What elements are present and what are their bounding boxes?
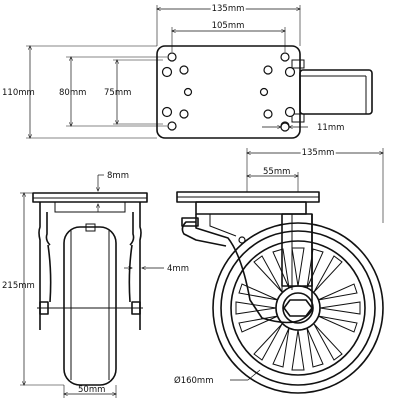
brake-box bbox=[299, 69, 373, 115]
side-wheel bbox=[212, 222, 384, 394]
dim-plate-thickness: 8mm bbox=[107, 171, 129, 181]
front-wheel bbox=[63, 226, 117, 386]
dim-hole-width: 105mm bbox=[212, 21, 245, 31]
top-plate bbox=[156, 45, 301, 139]
dim-wheel-width: 50mm bbox=[78, 385, 105, 395]
dim-hole-75: 75mm bbox=[104, 88, 131, 98]
top-view: 135mm 105mm 110mm 80mm 75mm 11mm bbox=[2, 2, 373, 139]
dim-top-width: 135mm bbox=[212, 4, 245, 14]
wheel-spokes bbox=[235, 247, 361, 371]
dim-fork-gap: 4mm bbox=[167, 264, 189, 274]
dim-slot: 11mm bbox=[317, 123, 344, 133]
dim-side-offset: 55mm bbox=[263, 167, 290, 177]
front-view: 8mm 4mm 215mm 50mm bbox=[2, 171, 189, 398]
mount-holes bbox=[161, 52, 296, 132]
dim-total-height: 215mm bbox=[2, 281, 35, 291]
dim-top-height: 110mm bbox=[2, 88, 35, 98]
brake-pedal bbox=[181, 221, 227, 247]
dim-side-width: 135mm bbox=[302, 148, 335, 158]
dim-hole-80: 80mm bbox=[59, 88, 86, 98]
dim-wheel-diameter: Ø160mm bbox=[174, 375, 213, 386]
side-view: 135mm 55mm Ø160mm bbox=[174, 146, 384, 394]
